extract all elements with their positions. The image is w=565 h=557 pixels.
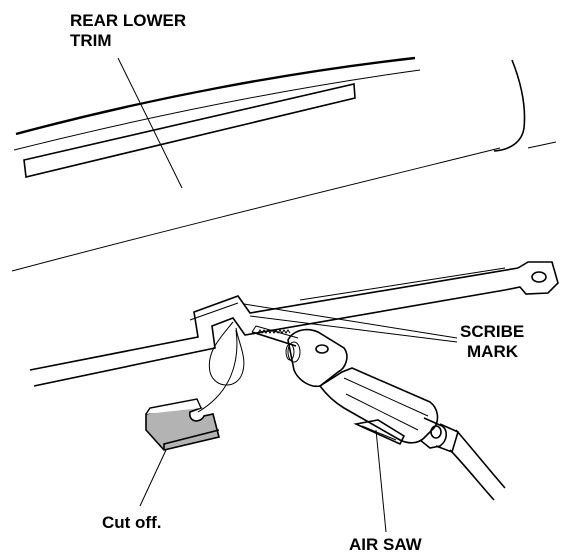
rear-lower-trim-panel xyxy=(11,56,557,272)
callout-labels: REAR LOWER TRIM SCRIBE MARK Cut off. AIR… xyxy=(70,11,524,554)
cut-path xyxy=(197,321,245,413)
rear-lower-trim-label-line1: REAR LOWER xyxy=(70,11,186,30)
cut-off-label: Cut off. xyxy=(102,513,161,532)
leader-lines xyxy=(117,57,458,533)
scribe-mark-label-line2: MARK xyxy=(467,342,519,361)
air-saw-icon xyxy=(251,325,506,501)
lower-body-panel xyxy=(29,261,559,387)
cut-off-piece xyxy=(145,398,220,451)
air-saw-label: AIR SAW xyxy=(349,535,423,554)
rear-lower-trim-label-line2: TRIM xyxy=(70,31,112,50)
scribe-mark-label-line1: SCRIBE xyxy=(460,322,524,341)
